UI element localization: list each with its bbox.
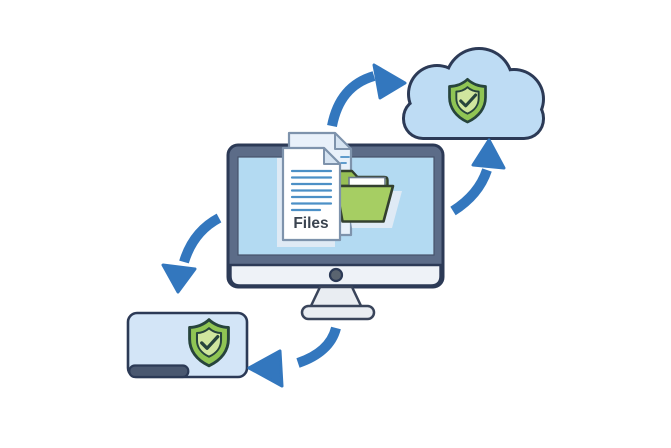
arrow-head-icon [471, 138, 506, 170]
arrow-curve [327, 71, 376, 128]
card-bottom-bar [128, 364, 190, 379]
arrow-head-icon [372, 63, 407, 100]
document-text-lines [290, 169, 333, 212]
arrow-monitor-to-cloud [327, 63, 407, 128]
monitor-base [300, 304, 376, 321]
folder-icon [334, 169, 402, 228]
monitor-power-dot [328, 267, 344, 283]
storage-card-icon [126, 311, 249, 379]
arrow-head-icon [161, 263, 197, 294]
document-front-icon: Files [277, 146, 342, 247]
folder-front-panel [334, 184, 395, 223]
arrow-up-to-cloud [450, 138, 506, 216]
arrow-curve [179, 213, 222, 264]
arrow-monitor-to-device [161, 213, 222, 294]
document-front-fold-corner [323, 147, 341, 165]
arrow-return-to-device [247, 326, 341, 388]
arrow-curve [450, 168, 492, 216]
arrow-curve [296, 326, 341, 368]
files-label: Files [293, 215, 328, 232]
cloud-icon [402, 47, 545, 140]
arrow-head-icon [247, 349, 284, 388]
document-back-fold-corner [334, 132, 352, 150]
